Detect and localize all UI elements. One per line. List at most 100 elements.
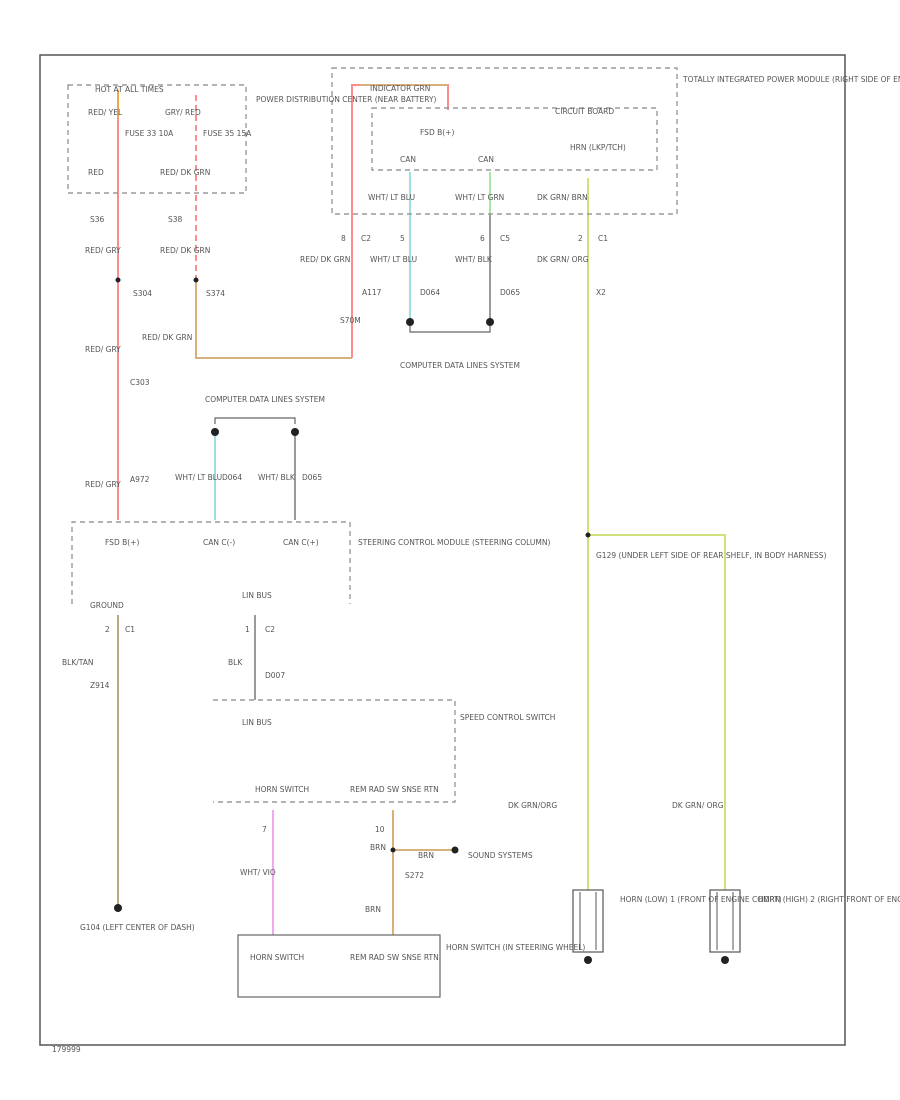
data-lines-bracket-1 bbox=[409, 325, 491, 333]
label-g104: G104 (LEFT CENTER OF DASH) bbox=[80, 923, 195, 932]
label-d007: D007 bbox=[265, 671, 285, 680]
label-red-gry-1: RED/ GRY bbox=[85, 246, 121, 255]
label-brn-3: BRN bbox=[365, 905, 381, 914]
node-s272 bbox=[390, 847, 396, 853]
label-c2-pin: 8 bbox=[341, 234, 346, 243]
label-tipm-wire-3: DK GRN/ BRN bbox=[537, 193, 588, 202]
label-wht-vio: WHT/ VIO bbox=[240, 868, 276, 877]
label-a117: A117 bbox=[362, 288, 382, 297]
label-tipm-name: TOTALLY INTEGRATED POWER MODULE (RIGHT S… bbox=[682, 75, 900, 84]
label-lin-pin: 1 bbox=[245, 625, 250, 634]
label-rem-rad-2: REM RAD SW SNSE RTN bbox=[350, 953, 439, 962]
label-horn-high: HORN (HIGH) 2 (RIGHT FRONT OF ENGINE COM… bbox=[758, 895, 900, 904]
node-sound-systems bbox=[451, 846, 459, 854]
speed-switch-box bbox=[213, 699, 456, 803]
label-d064: D064 bbox=[420, 288, 440, 297]
label-tipm-horn: HRN (LKP/TCH) bbox=[570, 143, 626, 152]
wire-dkgrn-org-branch bbox=[588, 534, 726, 890]
label-data-lines-1: COMPUTER DATA LINES SYSTEM bbox=[400, 361, 520, 370]
label-scm-can-h: CAN C(+) bbox=[283, 538, 319, 547]
label-brn-2: BRN bbox=[418, 851, 434, 860]
label-dkgrn-org-2: DK GRN/ORG bbox=[508, 801, 557, 810]
label-d064-b: D064 bbox=[222, 473, 242, 482]
label-horn-switch-box: HORN SWITCH (IN STEERING WHEEL) bbox=[446, 943, 585, 952]
label-splice-a: S304 bbox=[133, 289, 152, 298]
label-horn-low: HORN (LOW) 1 (FRONT OF ENGINE COMPT) bbox=[620, 895, 782, 904]
label-dkgrn-org-1: DK GRN/ ORG bbox=[537, 255, 589, 264]
label-pin-a: S36 bbox=[90, 215, 105, 224]
label-red-dkgrn-1: RED/ DK GRN bbox=[160, 246, 210, 255]
node-ground-g104 bbox=[114, 904, 122, 912]
label-ground-pin: 2 bbox=[105, 625, 110, 634]
label-scm-can-l: CAN C(-) bbox=[203, 538, 235, 547]
label-c1-pin: 2 bbox=[578, 234, 583, 243]
tipm-box bbox=[331, 67, 678, 215]
label-scm-name: STEERING CONTROL MODULE (STEERING COLUMN… bbox=[358, 538, 550, 547]
label-scm-fused: FSD B(+) bbox=[105, 538, 139, 547]
label-pin-7: 7 bbox=[262, 825, 267, 834]
label-z914: Z914 bbox=[90, 681, 110, 690]
label-c2-pin-b: 5 bbox=[400, 234, 405, 243]
label-fuse-a-wire: RED/ YEL bbox=[88, 108, 123, 117]
label-ground: GROUND bbox=[90, 601, 124, 610]
label-tipm-can-l: CAN bbox=[400, 155, 416, 164]
circuit-board-box bbox=[371, 107, 658, 171]
node-splice-s304 bbox=[115, 277, 121, 283]
label-diagram-id: 179999 bbox=[52, 1045, 81, 1054]
label-s70m: S70M bbox=[340, 316, 361, 325]
node-data-d065 bbox=[486, 318, 494, 326]
wire-red-dkgrn-lower bbox=[195, 282, 352, 359]
horn-high-icon bbox=[709, 889, 741, 953]
data-lines-bracket-2 bbox=[214, 417, 296, 424]
label-fuse-b-wire: GRY/ RED bbox=[165, 108, 201, 117]
label-tipm-fused: FSD B(+) bbox=[420, 128, 454, 137]
label-tipm-wire-2: WHT/ LT GRN bbox=[455, 193, 504, 202]
horn-switch-box bbox=[237, 934, 441, 998]
label-c5: C5 bbox=[500, 234, 510, 243]
diagram-frame bbox=[39, 54, 846, 1046]
label-sound-systems: SOUND SYSTEMS bbox=[468, 851, 533, 860]
label-lin-conn: C2 bbox=[265, 625, 275, 634]
label-brn-1: BRN bbox=[370, 843, 386, 852]
node-data-d064b bbox=[211, 428, 219, 436]
label-fuse-b-red-dkgrn: RED/ DK GRN bbox=[160, 168, 210, 177]
node-splice-s374 bbox=[193, 277, 199, 283]
label-horn-switch-2: HORN SWITCH bbox=[250, 953, 304, 962]
label-indicator-grn: INDICATOR GRN bbox=[370, 84, 430, 93]
label-g129: G129 (UNDER LEFT SIDE OF REAR SHELF, IN … bbox=[596, 551, 827, 560]
label-fuse-a-red: RED bbox=[88, 168, 104, 177]
label-tipm-can-h: CAN bbox=[478, 155, 494, 164]
label-c5-pin: 6 bbox=[480, 234, 485, 243]
label-blk-tan: BLK/TAN bbox=[62, 658, 94, 667]
label-pdc: POWER DISTRIBUTION CENTER (NEAR BATTERY) bbox=[256, 95, 437, 104]
label-d065: D065 bbox=[500, 288, 520, 297]
label-rem-rad: REM RAD SW SNSE RTN bbox=[350, 785, 439, 794]
label-circuit-a972: A972 bbox=[130, 475, 150, 484]
label-lin-bus-1: LIN BUS bbox=[242, 591, 272, 600]
label-wht-ltblu-2: WHT/ LT BLU bbox=[175, 473, 222, 482]
label-s272: S272 bbox=[405, 871, 424, 880]
label-pin-b: S38 bbox=[168, 215, 183, 224]
label-wht-blk-2: WHT/ BLK bbox=[258, 473, 296, 482]
wire-red-dkgrn-rise bbox=[351, 84, 449, 358]
label-splice-b: S374 bbox=[206, 289, 225, 298]
node-horn-low-ground bbox=[584, 956, 592, 964]
label-c2: C2 bbox=[361, 234, 371, 243]
label-ground-conn: C1 bbox=[125, 625, 135, 634]
label-horn-switch-1: HORN SWITCH bbox=[255, 785, 309, 794]
label-wht-ltblu-1: WHT/ LT BLU bbox=[370, 255, 417, 264]
label-circuit-board: CIRCUIT BOARD bbox=[555, 107, 614, 116]
label-wht-blk-1: WHT/ BLK bbox=[455, 255, 493, 264]
label-conn-c303: C303 bbox=[130, 378, 150, 387]
pdc-box bbox=[67, 84, 247, 194]
label-lin-bus-2: LIN BUS bbox=[242, 718, 272, 727]
label-fuse-a: FUSE 33 10A bbox=[125, 129, 174, 138]
label-c1: C1 bbox=[598, 234, 608, 243]
label-pin-10: 10 bbox=[375, 825, 385, 834]
label-blk: BLK bbox=[228, 658, 243, 667]
label-d065-b: D065 bbox=[302, 473, 322, 482]
label-fuse-b: FUSE 35 15A bbox=[203, 129, 252, 138]
scm-box bbox=[71, 521, 351, 604]
label-x2: X2 bbox=[596, 288, 606, 297]
node-g129-splice bbox=[585, 532, 591, 538]
